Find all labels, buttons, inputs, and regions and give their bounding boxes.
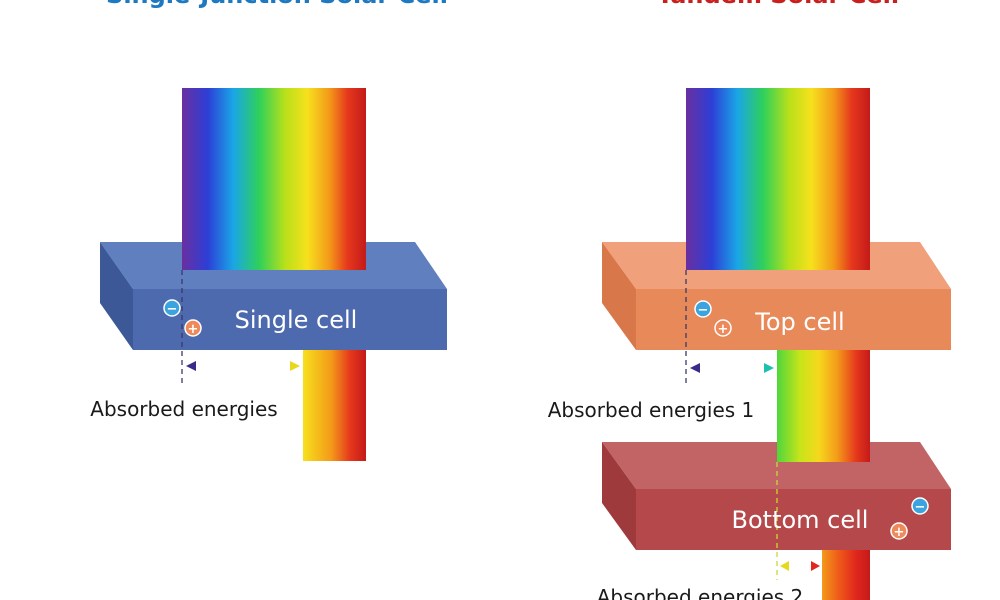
bottom-cell-side-face [602, 442, 636, 550]
bottom-cell-label: Bottom cell [732, 506, 869, 534]
arrow-1-head-left [690, 363, 700, 373]
bottom-transmitted-beam [822, 550, 870, 600]
absorbed-energies-2-label: Absorbed energies 2 [597, 585, 804, 600]
hole-sign-top: + [718, 322, 729, 337]
top-cell-side-face [602, 242, 636, 350]
title-single-junction: Single-Junction Solar Cell [106, 0, 448, 9]
arrow-2-head-left [780, 561, 789, 571]
arrow-2-head-right [811, 561, 820, 571]
arrow-head-right [290, 361, 300, 371]
hole-icon [184, 319, 202, 337]
title-tandem: Tandem Solar Cell [657, 0, 899, 9]
single-junction-diagram: − + Single cell Absorbed energies [90, 88, 447, 461]
tandem-diagram: − + − + Top cell Bottom cell Absorbed en… [548, 88, 951, 600]
electron-icon [163, 299, 181, 317]
electron-icon-bottom [911, 497, 929, 515]
absorbed-energies-label: Absorbed energies [90, 397, 277, 421]
electron-sign-top: − [698, 303, 709, 318]
electron-sign: − [167, 302, 178, 317]
bottom-cell-front-face [636, 489, 951, 550]
arrow-1-head-right [764, 363, 774, 373]
incoming-light-beam-tandem [686, 88, 870, 270]
absorbed-energies-1-label: Absorbed energies 1 [548, 398, 755, 422]
single-cell-front-face [133, 289, 447, 350]
arrow-head-left [186, 361, 196, 371]
electron-sign-bottom: − [915, 500, 926, 515]
top-cell-label: Top cell [754, 308, 844, 336]
single-cell-label: Single cell [235, 306, 358, 334]
hole-icon-top [714, 319, 732, 337]
middle-light-beam [777, 350, 870, 462]
top-cell-front-face [636, 289, 951, 350]
transmitted-light-beam [303, 350, 366, 461]
single-cell-side-face [100, 242, 133, 350]
electron-icon-top [694, 300, 712, 318]
incoming-light-beam [182, 88, 366, 270]
hole-sign-bottom: + [894, 525, 905, 540]
hole-sign: + [188, 322, 199, 337]
hole-icon-bottom [890, 522, 908, 540]
